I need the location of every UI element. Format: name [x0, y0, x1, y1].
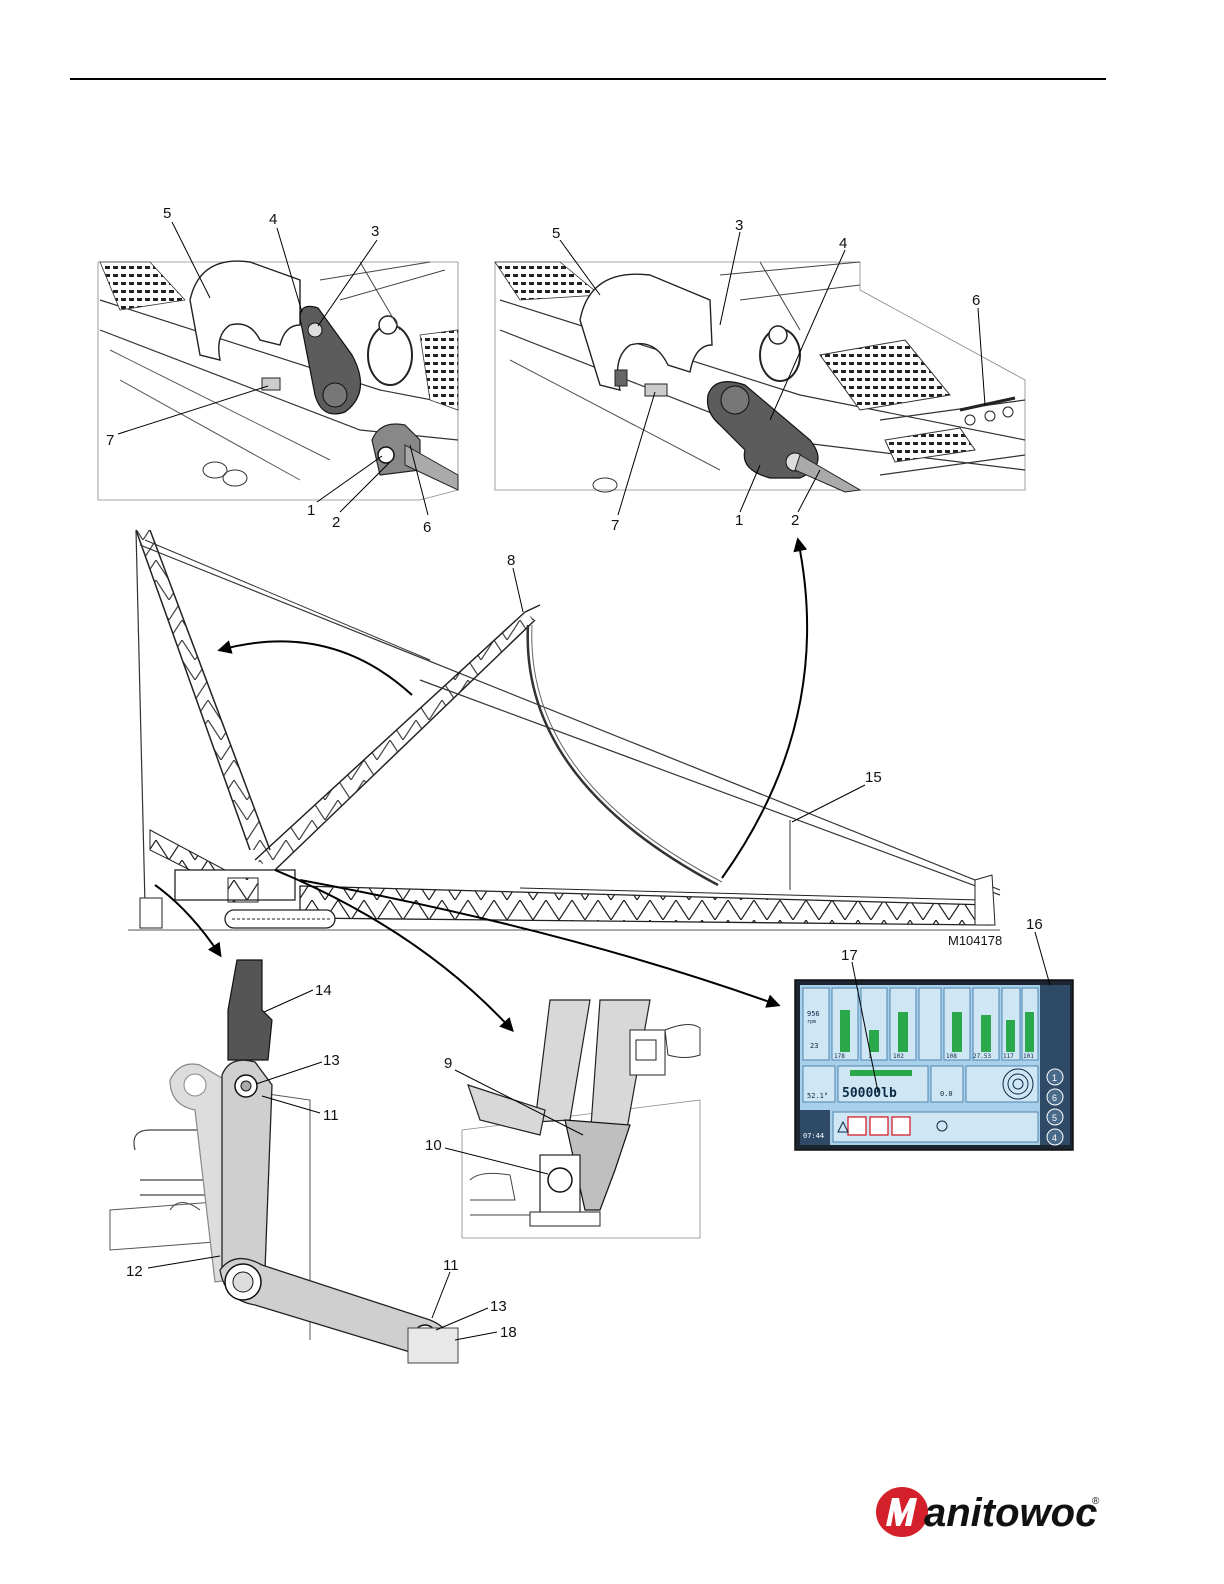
- callout-tl-6: 6: [423, 519, 431, 536]
- gauge-3: 102: [893, 1053, 904, 1060]
- callout-main-17: 17: [841, 947, 858, 964]
- callout-main-16: 16: [1026, 916, 1043, 933]
- detail-bottom-left: 14 13 11 12 11 13 18: [110, 960, 517, 1363]
- gauge-row: 956 rpm 23 178 1 102 108 27.53 117 101: [803, 988, 1038, 1060]
- rpm-unit: rpm: [807, 1019, 816, 1025]
- callout-tr-1: 1: [735, 512, 743, 529]
- gauge-4: 108: [946, 1053, 957, 1060]
- callout-bm-10: 10: [425, 1137, 442, 1154]
- clock: 07:44: [803, 1132, 824, 1140]
- gauge-1: 178: [834, 1053, 845, 1060]
- temp-a-value: 23: [810, 1042, 818, 1050]
- callout-bl-18: 18: [500, 1324, 517, 1341]
- callout-bl-11: 11: [323, 1107, 339, 1124]
- callout-tl-2: 2: [332, 514, 340, 531]
- callout-tl-7: 7: [106, 432, 114, 449]
- callout-tr-7: 7: [611, 517, 619, 534]
- rpm-value: 956: [807, 1010, 820, 1018]
- callout-main-15: 15: [865, 769, 882, 786]
- callout-tr-4: 4: [839, 235, 847, 252]
- operator-display: 956 rpm 23 178 1 102 108 27.53 117 101 5…: [795, 916, 1073, 1150]
- callout-main-8: 8: [507, 552, 515, 569]
- side-button-1-label: 1: [1052, 1073, 1057, 1083]
- callout-bl-13b: 13: [490, 1298, 507, 1315]
- main-crane-view: 8 15 M104178: [128, 530, 1002, 1030]
- detail-top-right: 5 3 4 6 7 1 2: [495, 217, 1025, 534]
- gauge-6: 117: [1003, 1053, 1014, 1060]
- gauge-5: 27.53: [973, 1053, 991, 1060]
- manitowoc-logo: anitowoc ®: [874, 1482, 1104, 1542]
- boom-angle: 52.1°: [807, 1092, 828, 1100]
- callout-bl-11b: 11: [443, 1257, 459, 1274]
- callout-bl-12: 12: [126, 1263, 143, 1280]
- callout-tl-3: 3: [371, 223, 379, 240]
- detail-bottom-middle: 9 10: [425, 1000, 700, 1238]
- callout-tl-4: 4: [269, 211, 277, 228]
- callout-bm-9: 9: [444, 1055, 452, 1072]
- callout-tl-5: 5: [163, 205, 171, 222]
- side-button-4-label: 4: [1052, 1133, 1057, 1143]
- small-value: 0.0: [940, 1090, 953, 1098]
- registered-mark: ®: [1092, 1496, 1100, 1507]
- callout-tr-2: 2: [791, 512, 799, 529]
- callout-tr-6: 6: [972, 292, 980, 309]
- callout-tr-3: 3: [735, 217, 743, 234]
- callout-bl-13: 13: [323, 1052, 340, 1069]
- detail-top-left: 5 4 3 7 1 2 6: [98, 205, 458, 536]
- side-button-3-label: 5: [1052, 1113, 1057, 1123]
- logo-wordmark: anitowoc: [924, 1491, 1097, 1535]
- gauge-7: 101: [1023, 1053, 1034, 1060]
- callout-tr-5: 5: [552, 225, 560, 242]
- side-button-2-label: 6: [1052, 1093, 1057, 1103]
- callout-tl-1: 1: [307, 502, 315, 519]
- logo-red-oval: [876, 1487, 928, 1537]
- load-value: 50000lb: [842, 1086, 897, 1101]
- callout-bl-14: 14: [315, 982, 332, 999]
- figure-id: M104178: [948, 933, 1002, 948]
